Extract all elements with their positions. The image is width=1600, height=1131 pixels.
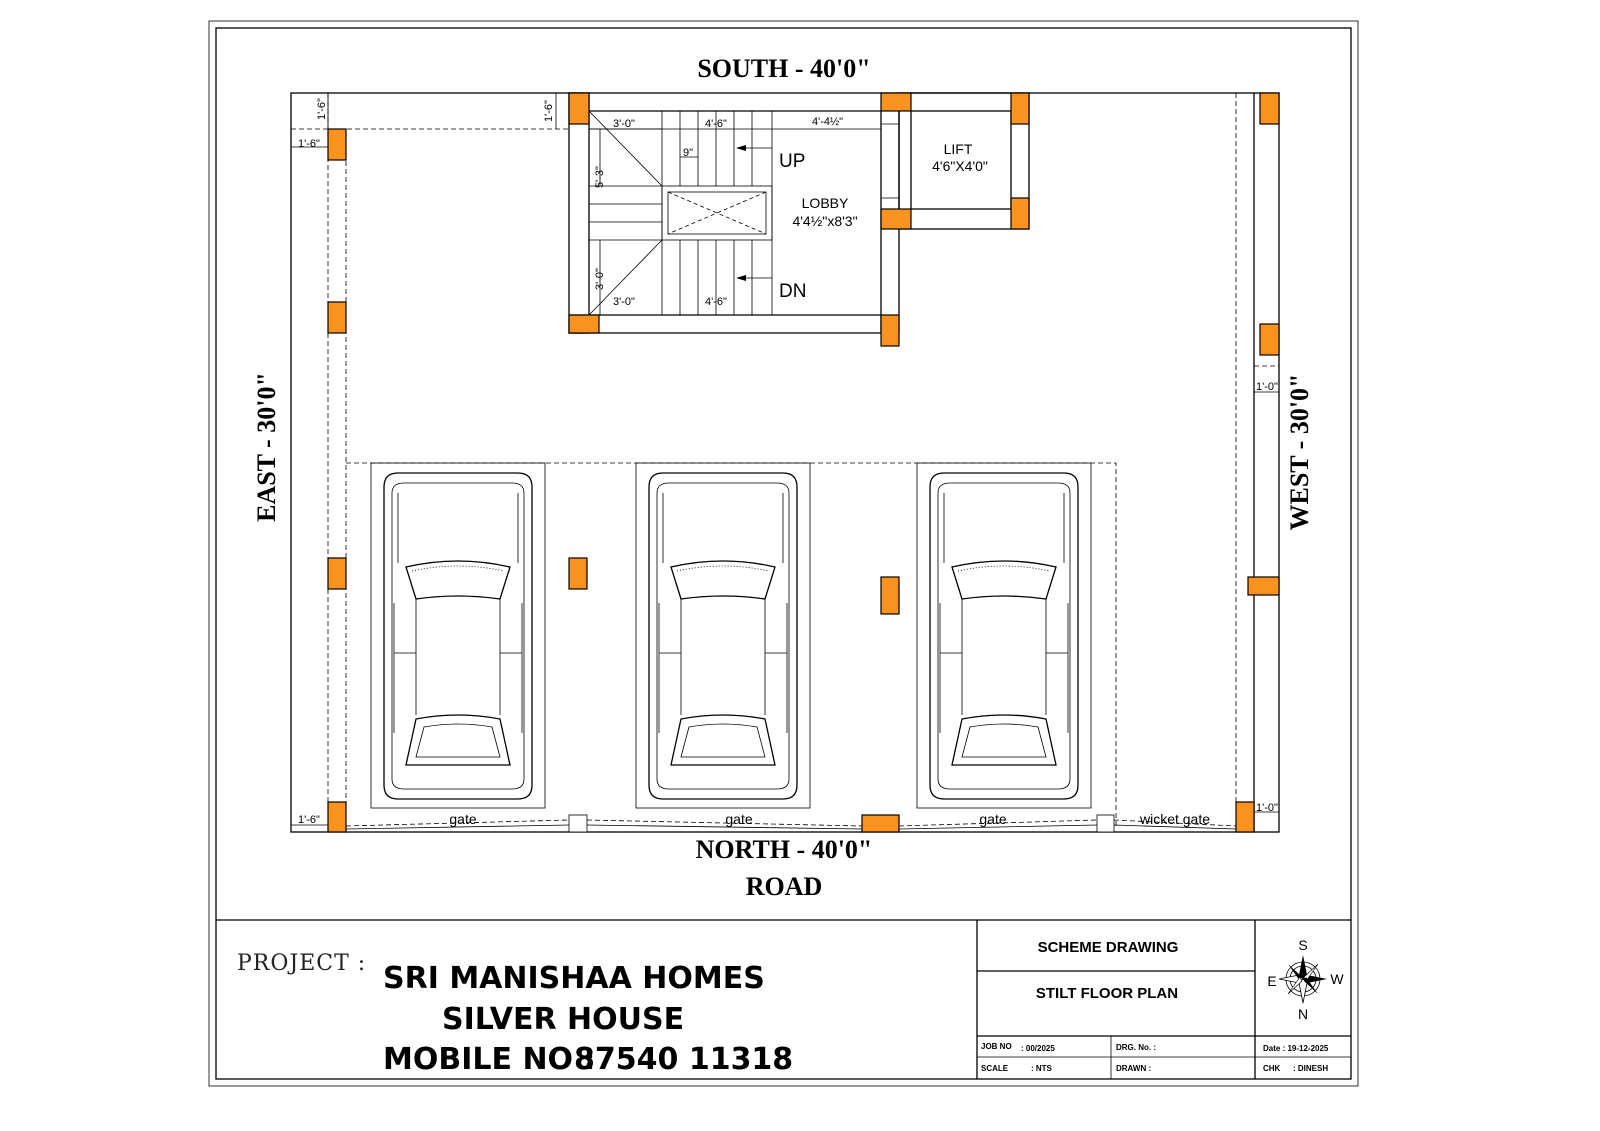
dim-stair-top-c: 4'-4½": [812, 116, 843, 128]
dim-east-bottom: 1'-6": [298, 814, 320, 826]
lift-size: 4'6"X4'0": [932, 158, 988, 174]
lobby-size: 4'4½"x8'3": [792, 213, 857, 229]
road-label: ROAD: [746, 872, 823, 901]
wicket-gate-label: wicket gate: [1139, 811, 1210, 827]
dim-stair-side-b: 3'-0": [594, 268, 606, 290]
dim-stair-bottom-b: 4'-6": [705, 296, 727, 308]
mobile-number: 87540 11318: [574, 1042, 793, 1077]
dim-stair-top-b: 4'-6": [705, 118, 727, 130]
lobby-name: LOBBY: [802, 195, 849, 211]
drawn-label: DRAWN :: [1116, 1064, 1151, 1073]
parking-bay-3: [916, 462, 1092, 809]
dim-south-left: 1'-6": [316, 98, 328, 120]
date-text: Date : 19-12-2025: [1263, 1044, 1329, 1053]
scale-label: SCALE: [981, 1064, 1009, 1073]
gate-line: [345, 814, 1237, 833]
parking-bay-2: [635, 462, 811, 809]
lift-shaft: [898, 92, 1030, 230]
car-2: [648, 472, 798, 800]
south-edge-label: SOUTH - 40'0": [697, 54, 870, 83]
compass-bottom: N: [1298, 1006, 1308, 1022]
dim-stair-side-a: 5'-3": [594, 166, 606, 188]
lift-name: LIFT: [944, 141, 973, 157]
compass-top: S: [1298, 937, 1307, 953]
parking-zone: [346, 462, 1117, 826]
columns: [327, 92, 1280, 833]
drawing-title: STILT FLOOR PLAN: [1036, 985, 1178, 1002]
car-3: [929, 472, 1079, 800]
gate-label-1: gate: [449, 811, 476, 827]
gate-label-3: gate: [979, 811, 1006, 827]
title-block: PROJECT : SRI MANISHAA HOMES SILVER HOUS…: [237, 920, 1351, 1079]
dim-west-bottom: 1'-0": [1256, 802, 1278, 814]
outer-frame: [208, 20, 1359, 1087]
west-edge-label: WEST - 30'0": [1285, 374, 1314, 531]
dim-stair-bottom-a: 3'-0": [613, 296, 635, 308]
scale-value: : NTS: [1031, 1064, 1053, 1073]
job-no-value: : 00/2025: [1021, 1044, 1055, 1053]
gate-label-2: gate: [725, 811, 752, 827]
dim-stair-top-a: 3'-0": [613, 118, 635, 130]
plot-boundary: [290, 92, 1280, 833]
project-label: PROJECT :: [237, 951, 366, 976]
east-edge-label: EAST - 30'0": [252, 372, 281, 522]
stair-up-label: UP: [779, 151, 805, 172]
inner-frame: [215, 27, 1352, 1080]
chk-value: : DINESH: [1293, 1064, 1328, 1073]
chk-label: CHK: [1263, 1064, 1281, 1073]
stair-down-label: DN: [779, 281, 806, 302]
north-edge-label: NORTH - 40'0": [696, 835, 873, 864]
car-1: [383, 472, 533, 800]
parking-bay-1: [370, 462, 546, 809]
dim-tread: 9": [683, 147, 693, 159]
compass-left: E: [1267, 973, 1276, 989]
mobile-label: MOBILE NO :: [383, 1042, 596, 1077]
dim-south-mid: 1'-6": [543, 100, 555, 122]
drawing-type: SCHEME DRAWING: [1038, 939, 1179, 956]
staircase: [568, 92, 900, 334]
house-name: SILVER HOUSE: [442, 1002, 684, 1037]
project-name: SRI MANISHAA HOMES: [383, 961, 765, 996]
compass-rose-icon: S E W N: [1267, 937, 1344, 1022]
dim-east-top: 1'-6": [298, 138, 320, 150]
drg-no-label: DRG. No. :: [1116, 1043, 1156, 1052]
compass-right: W: [1330, 971, 1344, 987]
job-no-label: JOB NO: [981, 1042, 1012, 1051]
dim-west-top: 1'-0": [1256, 381, 1278, 393]
